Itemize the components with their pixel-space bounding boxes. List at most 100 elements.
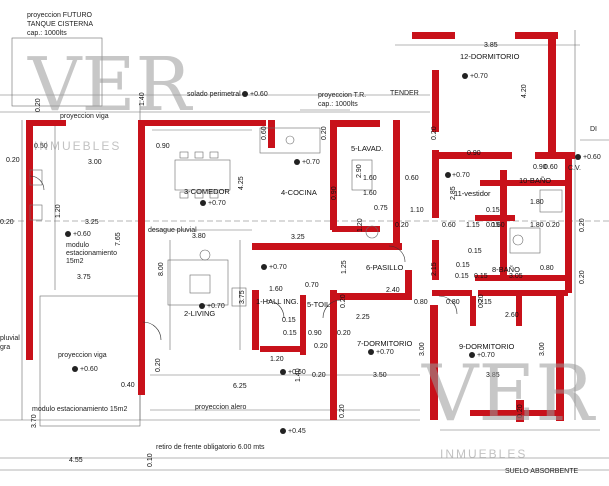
cistern-note-line-2: TANQUE CISTERNA <box>27 21 93 28</box>
svg-text:+0.70: +0.70 <box>302 159 320 166</box>
dimension: 3.85 <box>484 42 498 49</box>
dimension: 2.25 <box>356 314 370 321</box>
dimension: 3.00 <box>539 342 546 356</box>
watermark-logo: VER <box>27 42 193 128</box>
cistern-note-line-3: cap.: 1000lts <box>27 30 67 37</box>
modulo-note-2: modulo estacionamiento 15m2 <box>32 406 127 413</box>
modulo-note-line-3: 15m2 <box>66 258 84 265</box>
dimension: 3.05 <box>509 273 523 280</box>
modulo-note-line-1: modulo <box>66 242 89 249</box>
room-label-toil: 5-TOIL <box>307 300 330 309</box>
room-label-living: 2-LIVING <box>184 309 215 318</box>
dimension: 7.65 <box>115 232 122 246</box>
svg-text:+0.70: +0.70 <box>208 200 226 207</box>
dimension: 0.20 <box>312 372 326 379</box>
room-label-lavad: 5-LAVAD. <box>351 144 383 153</box>
tank-note-line-1: proyeccion T.R. <box>318 92 366 99</box>
dimension: 0.20 <box>340 294 347 308</box>
watermark-subtitle: INMUEBLES <box>440 447 527 461</box>
dimension: 1.40 <box>139 92 146 106</box>
dimension: 8.00 <box>158 262 165 276</box>
proyeccion-alero: proyeccion alero <box>195 404 246 411</box>
pluvial-note-line-1: pluvial <box>0 335 20 342</box>
dimension: 0.20 <box>517 404 524 418</box>
dimension: 0.70 <box>305 282 319 289</box>
door-swings <box>29 175 458 341</box>
proyeccion-viga-top: proyeccion viga <box>60 113 109 120</box>
dimension: 0.15 <box>486 222 500 229</box>
dimension: 1.60 <box>363 175 377 182</box>
svg-text:+0.70: +0.70 <box>207 303 225 310</box>
dimensions-vertical: 4.20 1.40 0.20 0.60 0.20 2.90 0.90 0.20 … <box>31 84 586 467</box>
construction-lines <box>0 30 609 471</box>
svg-text:+0.60: +0.60 <box>583 154 601 161</box>
level-marker: +0.70 <box>445 172 470 179</box>
dimension: 0.75 <box>374 205 388 212</box>
coffee-table <box>189 274 211 294</box>
dimension: 0.20 <box>395 222 409 229</box>
room-labels: 12-DORMITORIO 5-LAVAD. 3-COMEDOR 4-COCIN… <box>184 52 551 351</box>
dimension: 0.15 <box>455 273 469 280</box>
dimensions: 3.85 0.50 3.00 0.90 1.60 1.60 0.75 0.60 … <box>0 42 560 464</box>
dimension: 0.20 <box>579 218 586 232</box>
sofa <box>167 259 229 306</box>
dimension: 3.75 <box>239 290 246 304</box>
level-marker: +0.70 <box>462 73 488 80</box>
svg-text:+0.70: +0.70 <box>470 73 488 80</box>
dimension: 0.60 <box>261 126 268 140</box>
proyeccion-viga-bottom: proyeccion viga <box>58 352 107 359</box>
room-label-hall: 1-HALL ING. <box>256 297 299 306</box>
notes: proyeccion FUTURO TANQUE CISTERNA cap.: … <box>0 12 597 475</box>
dimension: 0.15 <box>486 207 500 214</box>
dimension: 1.25 <box>341 260 348 274</box>
dimension: 0.20 <box>6 157 20 164</box>
dimension: 0.15 <box>283 330 297 337</box>
dimension: 0.20 <box>431 126 438 140</box>
dimension: 6.25 <box>233 383 247 390</box>
dimension: 1.20 <box>55 204 62 218</box>
dimension: 1.80 <box>530 222 544 229</box>
dimension: 0.90 <box>156 143 170 150</box>
retiro-note: retiro de frente obligatorio 6.00 mts <box>156 444 265 451</box>
dimension: 1.80 <box>530 199 544 206</box>
dimension: 2.85 <box>450 186 457 200</box>
dimension: 0.15 <box>456 262 470 269</box>
dimension: 0.10 <box>147 453 154 467</box>
level-marker: +0.60 <box>242 91 268 98</box>
dimension: 4.25 <box>238 176 245 190</box>
dimension: 0.60 <box>544 164 558 171</box>
dimension: 0.80 <box>414 299 428 306</box>
tender-note: TENDER <box>390 90 419 97</box>
dimension: 0.20 <box>478 294 485 308</box>
dimension: 0.20 <box>546 222 560 229</box>
dimension: 2.60 <box>505 312 519 319</box>
toilet-icon <box>365 225 379 239</box>
room-label-vestidor: 11-vestidor <box>454 189 491 198</box>
room-label-dorm7: 7-DORMITORIO <box>357 339 412 348</box>
cistern-note-line-1: proyeccion FUTURO <box>27 12 93 19</box>
dimension: 0.20 <box>314 343 328 350</box>
watermark-top: VER INMUEBLES <box>27 42 193 153</box>
dimension: 3.25 <box>85 219 99 226</box>
dimension: 0.60 <box>442 222 456 229</box>
svg-text:+0.70: +0.70 <box>269 264 287 271</box>
dimension: 0.60 <box>405 175 419 182</box>
dimension: 3.85 <box>486 372 500 379</box>
dimension: 1.40 <box>295 368 302 382</box>
svg-text:+0.70: +0.70 <box>452 172 470 179</box>
level-marker: +0.45 <box>280 428 306 435</box>
svg-text:+0.60: +0.60 <box>250 91 268 98</box>
svg-text:+0.45: +0.45 <box>288 428 306 435</box>
plant-icon <box>199 249 211 261</box>
dimension: 1.10 <box>410 207 424 214</box>
level-marker: +0.70 <box>469 352 495 359</box>
level-marker: +0.60 <box>72 366 98 373</box>
room-label-dorm9: 9-DORMITORIO <box>459 342 514 351</box>
dimension: 0.15 <box>478 299 492 306</box>
level-marker: +0.70 <box>368 349 394 356</box>
dimension: 1.20 <box>270 356 284 363</box>
dimension: 0.20 <box>35 98 42 112</box>
dimension: 0.80 <box>446 299 460 306</box>
